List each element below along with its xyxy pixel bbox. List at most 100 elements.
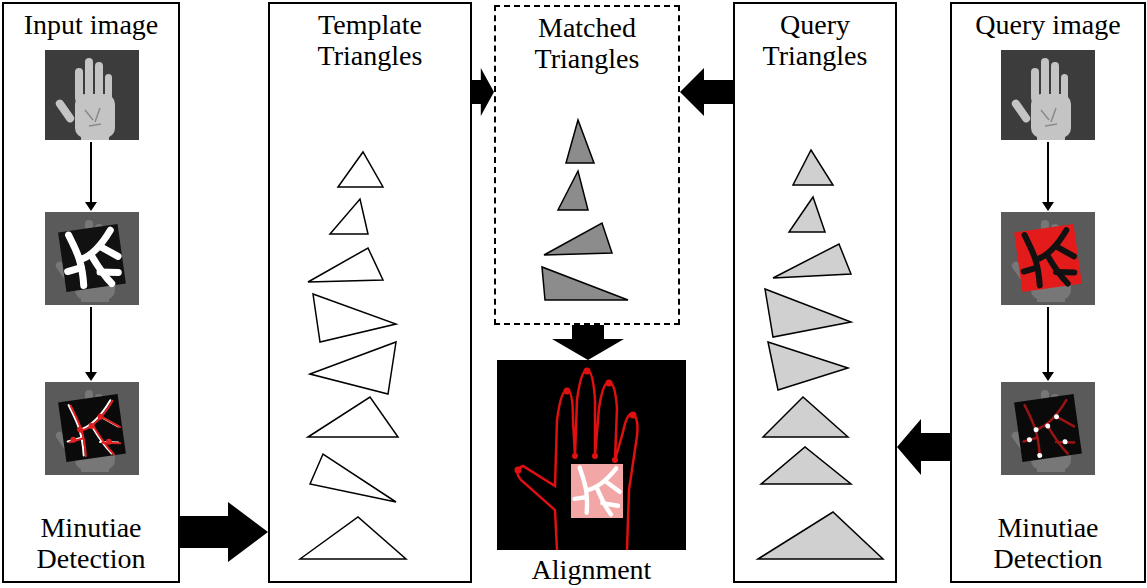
flow-arrow-part: [85, 372, 97, 381]
query-triangles: [758, 150, 883, 559]
vein-segmented-image-part-part: [1019, 229, 1078, 290]
matched-triangles-part: [544, 223, 612, 255]
query-triangles-part: [763, 397, 848, 437]
minutiae-image-part-part: [77, 426, 84, 433]
template-triangles-part: [308, 248, 383, 282]
panel-caption: Minutiae Detection: [956, 513, 1140, 575]
vein-binary-image-part: [58, 224, 126, 292]
query-photo-part: [1041, 108, 1057, 126]
block-arrow: [552, 325, 624, 360]
minutiae-image-part-part: [106, 438, 113, 445]
alignment-image-part: [572, 453, 578, 459]
minutiae-image-part: [1014, 394, 1082, 462]
alignment-image-part: [515, 467, 522, 474]
alignment-image-part: [630, 412, 637, 419]
query-triangles-part: [761, 447, 851, 484]
flow-arrow-part: [90, 142, 92, 203]
template-triangles-part: [308, 397, 398, 437]
alignment-image-part: [606, 380, 613, 387]
minutiae-image-part-part: [1045, 423, 1051, 429]
flow-arrow-part: [1047, 142, 1049, 203]
block-arrow: [472, 68, 494, 116]
input-panel: Input imageMinutiae Detection: [2, 2, 180, 583]
flow-arrow: [85, 307, 97, 381]
panel-title: Matched Triangles: [500, 13, 674, 75]
alignment-image: [497, 360, 686, 550]
vein-segmented-image: [1001, 212, 1095, 305]
flow-arrow: [1042, 307, 1054, 381]
alignment-image-part: [612, 457, 618, 463]
flow-arrow-part: [85, 202, 97, 211]
minutiae-image-part-part: [1062, 439, 1068, 445]
minutiae-image-part-part: [88, 423, 95, 430]
minutiae-image-part-part: [1037, 453, 1043, 459]
vein-segmented-image-part-part: [1014, 224, 1082, 292]
panel-title: Query Triangles: [739, 10, 891, 72]
flow-arrow-part: [1042, 372, 1054, 381]
minutiae-image-part-part: [1033, 427, 1039, 433]
template-triangles-part: [313, 294, 396, 342]
minutiae-image-part: [58, 394, 126, 462]
minutiae-image-part-part: [1027, 437, 1033, 443]
matched-triangles: [542, 120, 628, 300]
vein-segmented-image-part: [1014, 224, 1082, 292]
alignment-image-part: [564, 388, 571, 395]
panel-title: Template Triangles: [274, 10, 466, 72]
query-image-panel: Query imageMinutiae Detection: [950, 2, 1146, 583]
flow-arrow-part: [90, 307, 92, 373]
query-triangles-part: [768, 342, 848, 390]
template-triangles-part: [310, 342, 396, 394]
query-triangles-part: [793, 150, 833, 185]
template-panel: Template Triangles: [268, 2, 472, 583]
flow-arrow: [85, 142, 97, 211]
template-triangles: [300, 152, 406, 559]
panel-title: Query image: [975, 10, 1120, 41]
alignment-panel: Alignment: [497, 360, 686, 587]
alignment-image-part: [592, 453, 598, 459]
minutiae-image-part: [1001, 382, 1095, 475]
alignment-image-part-part: [574, 467, 619, 514]
vein-binary-image-part-part: [58, 224, 126, 292]
block-arrow: [897, 419, 950, 475]
minutiae-image-part-part: [1019, 399, 1078, 460]
panel-title: Alignment: [532, 555, 652, 586]
vein-binary-image-part: [45, 212, 139, 305]
alignment-image-part: [584, 368, 591, 375]
minutiae-image: [45, 382, 139, 475]
matched-triangles-part: [566, 120, 594, 163]
minutiae-image-part-part: [70, 436, 77, 443]
query-photo-part: [1010, 58, 1071, 140]
query-triangles-part: [758, 512, 883, 559]
vein-binary-image: [45, 212, 139, 305]
input-photo-part: [45, 50, 139, 140]
minutiae-image-part-part: [65, 399, 124, 460]
query-panel: Query Triangles: [733, 2, 897, 583]
template-triangles-part: [310, 454, 396, 502]
panel-title: Input image: [24, 10, 159, 41]
flow-arrow: [1042, 142, 1054, 211]
query-triangles-part: [773, 244, 851, 278]
template-triangles-part: [338, 152, 383, 187]
flow-arrow-part: [1047, 307, 1049, 373]
query-triangles-part: [765, 289, 851, 337]
panel-caption: Minutiae Detection: [8, 513, 174, 575]
flow-arrow-part: [1042, 202, 1054, 211]
template-triangles-part: [330, 199, 368, 234]
alignment-image-part: [574, 467, 619, 514]
minutiae-image-part: [45, 382, 139, 475]
minutiae-image-part-part: [1054, 414, 1060, 420]
matched-panel: Matched Triangles: [494, 5, 680, 325]
matched-triangles-part: [542, 267, 628, 300]
matched-triangles-part: [558, 171, 588, 210]
input-photo-part: [85, 108, 101, 126]
block-arrow: [680, 68, 733, 116]
minutiae-image: [1001, 382, 1095, 475]
query-triangles-part: [789, 197, 825, 232]
vein-segmented-image-part: [1001, 212, 1095, 305]
input-photo: [45, 50, 139, 140]
minutiae-image-part-part: [1014, 394, 1082, 462]
